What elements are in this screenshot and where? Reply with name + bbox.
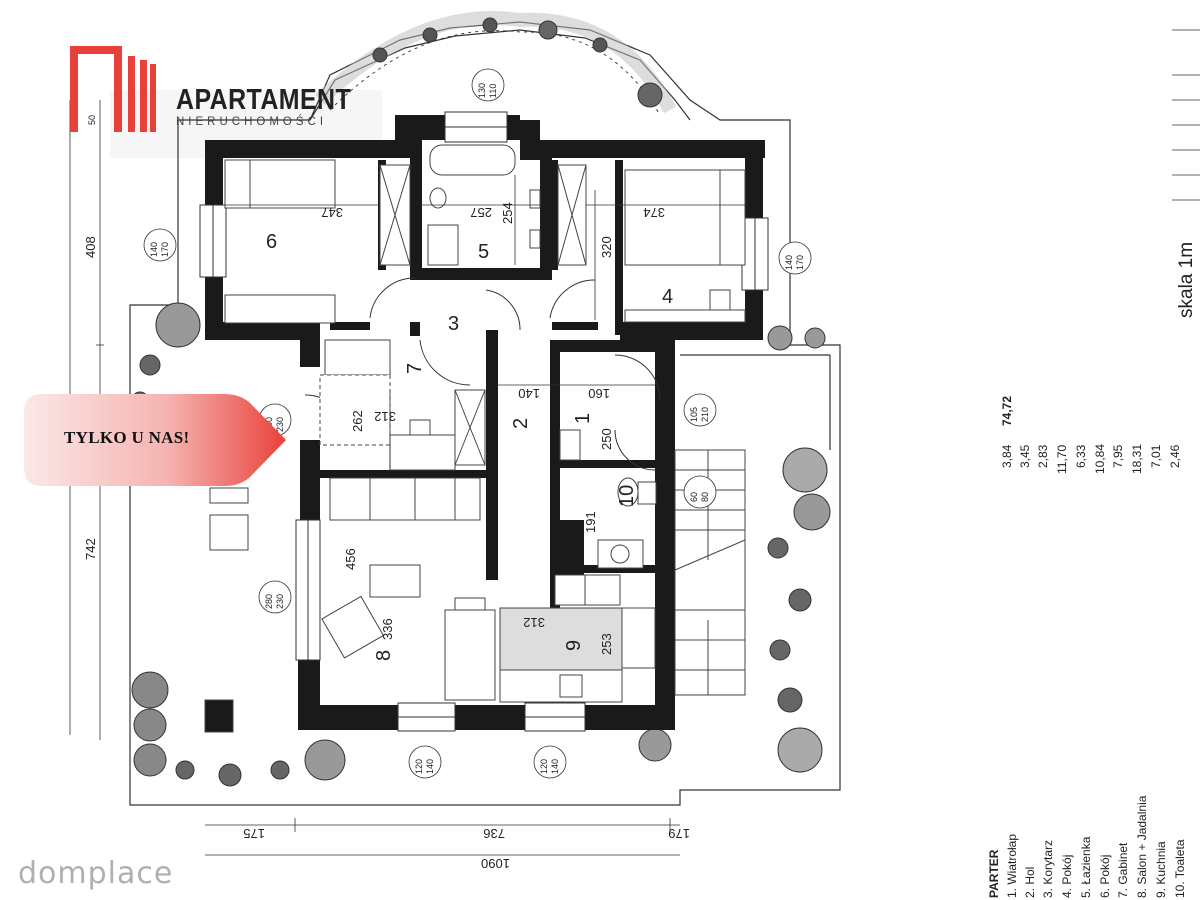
svg-text:140: 140: [550, 759, 560, 774]
svg-text:230: 230: [275, 594, 285, 609]
svg-text:210: 210: [700, 407, 710, 422]
promo-badge: [24, 394, 286, 486]
svg-text:140: 140: [149, 242, 159, 257]
room-number-9: 9: [563, 640, 585, 651]
furniture: [204, 144, 746, 733]
legend-area-10: 2,46: [1168, 444, 1182, 468]
svg-text:408: 408: [83, 236, 98, 258]
legend-room-6: 6. Pokój: [1098, 855, 1112, 898]
legend-area-1: 3,84: [1000, 444, 1014, 468]
svg-text:312: 312: [523, 615, 545, 630]
legend-room-4: 4. Pokój: [1060, 855, 1074, 898]
legend-area-7: 7,95: [1111, 444, 1125, 468]
scale-label: skala 1m: [1176, 242, 1197, 318]
legend-area-5: 6,33: [1074, 444, 1088, 468]
legend-room-8: 8. Salon + Jadalnia: [1135, 795, 1149, 898]
legend-room-9: 9. Kuchnia: [1154, 841, 1168, 898]
svg-text:254: 254: [500, 202, 515, 224]
svg-text:60: 60: [689, 492, 699, 502]
legend-room-2: 2. Hol: [1023, 867, 1037, 898]
svg-text:140: 140: [784, 255, 794, 270]
legend-room-7: 7. Gabinet: [1116, 842, 1130, 898]
svg-text:320: 320: [599, 236, 614, 258]
room-number-3: 3: [448, 313, 459, 335]
svg-text:742: 742: [83, 538, 98, 560]
legend-area-8: 18,31: [1130, 444, 1144, 474]
legend-area-2: 3,45: [1018, 444, 1032, 468]
room-number-6: 6: [266, 231, 277, 253]
brand-subtitle: NIERUCHOMOŚCI: [176, 116, 328, 128]
svg-text:120: 120: [414, 759, 424, 774]
room-legend: 74,72 3,84 3,45 2,83 11,70 6,33 10,84 7,…: [987, 396, 1187, 898]
room-number-4: 4: [662, 286, 673, 308]
svg-text:191: 191: [583, 511, 598, 533]
svg-text:110: 110: [488, 84, 498, 98]
promo-badge-text: TYLKO U NAS!: [64, 428, 190, 447]
watermark: domplace: [18, 856, 174, 891]
svg-text:257: 257: [470, 205, 492, 220]
svg-text:250: 250: [599, 428, 614, 450]
svg-text:253: 253: [599, 633, 614, 655]
svg-text:336: 336: [380, 618, 395, 640]
legend-heading: PARTER: [987, 849, 1001, 898]
svg-text:170: 170: [160, 242, 170, 257]
legend-room-1: 1. Wiatrołap: [1005, 834, 1019, 898]
svg-text:347: 347: [321, 205, 343, 220]
svg-text:179: 179: [668, 826, 690, 841]
svg-text:140: 140: [518, 386, 540, 401]
svg-text:skala 1m: skala 1m: [1176, 242, 1197, 318]
legend-area-3: 2,83: [1036, 444, 1050, 468]
svg-text:170: 170: [795, 255, 805, 270]
legend-room-10: 10. Toaleta: [1173, 839, 1187, 898]
svg-text:230: 230: [275, 417, 285, 432]
brand-logo-icon: [70, 46, 156, 132]
room-number-1: 1: [572, 413, 594, 424]
legend-room-3: 3. Korytarz: [1041, 840, 1055, 898]
svg-text:140: 140: [425, 759, 435, 774]
interior-dimensions: 347 257 254 320 374 140 160 312 262 250 …: [83, 115, 690, 871]
opening-markers: [143, 68, 812, 779]
svg-text:312: 312: [374, 409, 396, 424]
windows: [199, 111, 769, 732]
svg-text:280: 280: [264, 594, 274, 609]
svg-text:130: 130: [477, 83, 487, 98]
legend-area-9: 7,01: [1149, 444, 1163, 468]
svg-text:50: 50: [87, 115, 97, 125]
scale-ruler: [1172, 29, 1200, 201]
svg-text:160: 160: [588, 386, 610, 401]
svg-text:105: 105: [689, 407, 699, 422]
room-number-10: 10: [616, 485, 638, 507]
room-number-2: 2: [510, 418, 532, 429]
svg-text:120: 120: [539, 759, 549, 774]
legend-area-4: 11,70: [1055, 445, 1069, 474]
legend-room-5: 5. Łazienka: [1079, 836, 1093, 898]
legend-total: 74,72: [1000, 396, 1014, 426]
legend-area-6: 10,84: [1093, 444, 1107, 474]
brand-name: APARTAMENT: [176, 84, 352, 116]
svg-text:1090: 1090: [481, 856, 510, 871]
room-number-5: 5: [478, 241, 489, 263]
svg-text:736: 736: [483, 826, 505, 841]
svg-text:374: 374: [643, 205, 665, 220]
svg-text:262: 262: [350, 410, 365, 432]
room-number-7: 7: [404, 363, 426, 374]
room-number-8: 8: [373, 650, 395, 661]
svg-text:175: 175: [243, 826, 265, 841]
svg-text:80: 80: [700, 492, 710, 502]
svg-text:456: 456: [343, 548, 358, 570]
